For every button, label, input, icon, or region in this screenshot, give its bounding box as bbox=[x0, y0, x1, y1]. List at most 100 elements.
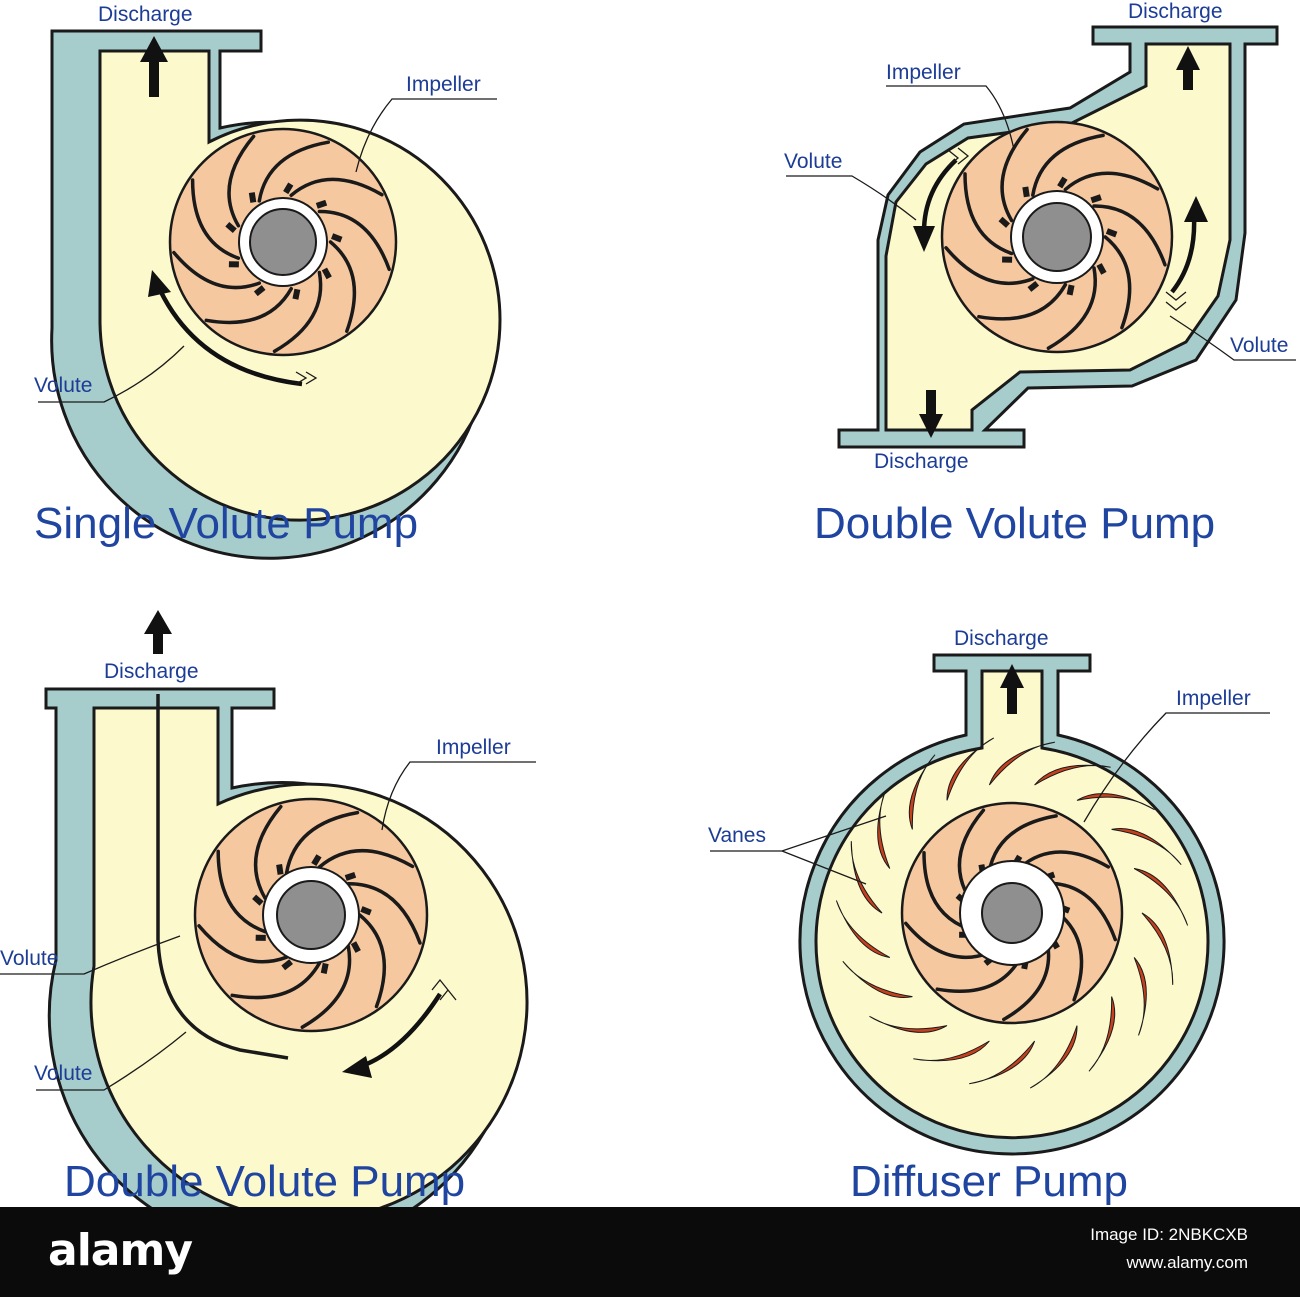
impeller-blade bbox=[1002, 940, 1051, 1022]
diffuser-vane bbox=[1034, 764, 1111, 786]
impeller-blade bbox=[346, 881, 422, 945]
single-volute-volute-label: Volute bbox=[34, 374, 92, 397]
double-volute-top-volute-right-label: Volute bbox=[1230, 334, 1288, 357]
impeller-blade bbox=[1031, 133, 1105, 197]
impeller-eye-notch bbox=[1022, 186, 1030, 198]
impeller-eye-notch bbox=[283, 182, 294, 195]
double-volute-top-discharge-arrow-down bbox=[919, 390, 943, 438]
double-volute-top-discharge-bottom-label: Discharge bbox=[874, 450, 969, 473]
double-volute-bottom-title: Double Volute Pump bbox=[64, 1157, 465, 1206]
double-volute-top-impeller-label: Impeller bbox=[886, 61, 961, 84]
impeller-blade bbox=[1103, 235, 1132, 330]
impeller-eye-notch bbox=[1027, 280, 1040, 292]
impeller-eye-notch bbox=[315, 199, 328, 209]
impeller-eye-notch bbox=[1066, 284, 1075, 296]
impeller-blade bbox=[204, 286, 293, 325]
impeller-blade bbox=[300, 944, 352, 1029]
impeller-eye-notch bbox=[331, 233, 343, 243]
impeller-blade bbox=[963, 172, 1014, 256]
diffuser-vane bbox=[946, 737, 995, 801]
impeller-eye-notch bbox=[252, 894, 264, 906]
impeller-blade bbox=[1045, 881, 1118, 942]
impeller-blade bbox=[1018, 850, 1111, 870]
impeller-blade bbox=[1063, 171, 1160, 192]
double-volute-pump-bottom-diagram: Discharge Impeller Volute Volute Double … bbox=[0, 610, 536, 1207]
double-volute-top-volute-left-label: Volute bbox=[784, 150, 842, 173]
double-volute-top-title: Double Volute Pump bbox=[814, 499, 1215, 548]
impeller-eye-notch bbox=[321, 267, 332, 280]
diffuser-vane bbox=[850, 841, 883, 914]
impeller-blade bbox=[1056, 911, 1084, 1002]
diffuser-discharge-arrow bbox=[1000, 664, 1024, 714]
diffuser-pump-diagram: Discharge Impeller Vanes Diffuser Pump bbox=[708, 627, 1270, 1206]
diffuser-vane bbox=[835, 900, 891, 958]
diffuser-vane bbox=[1141, 912, 1174, 985]
impeller-blade bbox=[284, 810, 360, 875]
diffuser-discharge-label: Discharge bbox=[954, 627, 1049, 650]
image-meta: Image ID: 2NBKCXB www.alamy.com bbox=[1090, 1221, 1248, 1277]
image-id-text: Image ID: 2NBKCXB bbox=[1090, 1225, 1248, 1244]
impeller-blade bbox=[227, 134, 256, 228]
impeller-blade bbox=[357, 913, 387, 1009]
diffuser-vane bbox=[1133, 957, 1147, 1036]
single-volute-title: Single Volute Pump bbox=[34, 499, 418, 548]
diffuser-vane bbox=[842, 960, 913, 998]
impeller-eye-notch bbox=[344, 871, 357, 881]
pump-diagrams-canvas: Discharge Impeller Volute Single Volute … bbox=[0, 0, 1296, 1207]
impeller-eye-notch bbox=[292, 288, 301, 300]
diffuser-vane bbox=[988, 741, 1055, 786]
single-volute-flow-arrow bbox=[157, 289, 303, 387]
impeller-blade bbox=[1046, 266, 1097, 350]
double-volute-pump-top-diagram: Discharge Discharge Impeller Volute Volu… bbox=[784, 0, 1296, 548]
single-volute-discharge-label: Discharge bbox=[98, 3, 193, 26]
impeller-blade bbox=[317, 849, 415, 869]
diffuser-impeller bbox=[900, 801, 1124, 1025]
impeller-blade bbox=[257, 140, 331, 203]
double-volute-bottom-volute-upper-label: Volute bbox=[0, 947, 58, 970]
site-url-text: www.alamy.com bbox=[1126, 1253, 1248, 1272]
diffuser-vane bbox=[877, 790, 891, 869]
diffuser-vane bbox=[1029, 1025, 1078, 1089]
double-volute-top-discharge-top-label: Discharge bbox=[1128, 0, 1223, 23]
stock-watermark-footer: alamy Image ID: 2NBKCXB www.alamy.com bbox=[0, 1207, 1300, 1297]
diffuser-impeller-label: Impeller bbox=[1176, 687, 1251, 710]
impeller-eye-notch bbox=[1105, 228, 1118, 238]
impeller-eye-notch bbox=[350, 941, 361, 953]
diffuser-vanes-label: Vanes bbox=[708, 824, 766, 847]
impeller-blade bbox=[172, 250, 262, 290]
double-volute-top-impeller bbox=[940, 120, 1174, 354]
double-volute-bottom-discharge-label: Discharge bbox=[104, 660, 199, 683]
impeller-eye-notch bbox=[281, 959, 293, 971]
impeller-eye-notch bbox=[311, 854, 322, 866]
diffuser-vane bbox=[1076, 793, 1155, 811]
impeller-blade bbox=[987, 814, 1058, 875]
impeller-blade bbox=[272, 270, 323, 354]
impeller-blade bbox=[289, 177, 384, 198]
double-volute-bottom-splitter-wall bbox=[156, 694, 289, 1060]
diffuser-vane bbox=[1088, 996, 1116, 1072]
impeller-blade bbox=[935, 956, 1022, 994]
impeller-blade bbox=[957, 808, 986, 899]
diffuser-vanes bbox=[835, 737, 1189, 1089]
single-volute-impeller-label: Impeller bbox=[406, 73, 481, 96]
impeller-eye-notch bbox=[253, 285, 266, 297]
impeller-blade bbox=[190, 178, 241, 260]
diffuser-vane bbox=[1111, 828, 1182, 866]
impeller-blade bbox=[904, 921, 991, 960]
impeller-eye-notch bbox=[1096, 263, 1107, 275]
impeller-blade bbox=[944, 246, 1035, 286]
impeller-blade bbox=[1000, 127, 1029, 223]
alamy-logo: alamy bbox=[48, 1225, 193, 1276]
impeller-eye-notch bbox=[248, 192, 257, 203]
impeller-blade bbox=[1092, 204, 1167, 267]
double-volute-bottom-impeller bbox=[193, 797, 429, 1033]
impeller-blade bbox=[230, 961, 322, 1000]
impeller-eye-notch bbox=[225, 221, 237, 234]
impeller-eye-notch bbox=[360, 906, 372, 916]
impeller-blade bbox=[253, 804, 283, 901]
impeller-blade bbox=[328, 240, 357, 333]
diffuser-vane bbox=[869, 1015, 948, 1033]
impeller-eye-notch bbox=[1090, 194, 1102, 204]
impeller-blade bbox=[216, 849, 267, 934]
impeller-blade bbox=[317, 209, 391, 272]
